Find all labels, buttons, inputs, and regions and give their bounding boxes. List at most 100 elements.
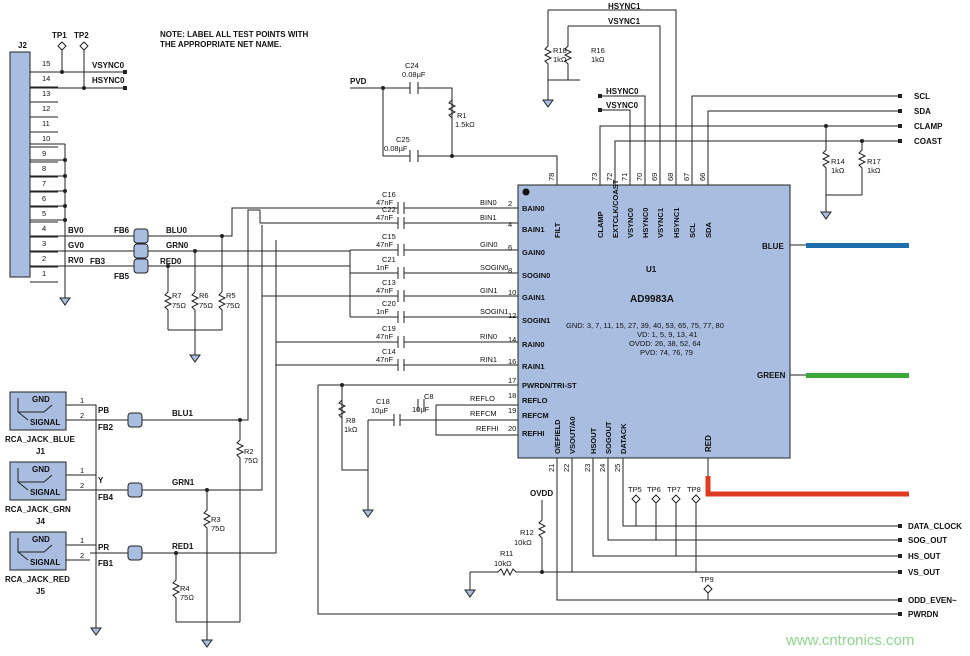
chip-pin-name: HSYNC1 xyxy=(672,208,681,238)
tp2-label: TP2 xyxy=(74,31,89,40)
c24-val: 0.08µF xyxy=(402,70,426,79)
chip-pin-name: VSOUT/A0 xyxy=(568,416,577,454)
net-scl: SCL xyxy=(914,92,930,101)
net-sda: SDA xyxy=(914,107,931,116)
chip-pin-num: 6 xyxy=(508,243,512,252)
jack-pin1: 1 xyxy=(80,466,84,475)
c24-ref: C24 xyxy=(405,61,419,70)
jack-ref: J1 xyxy=(36,447,45,456)
chip-pin-name: HSYNC0 xyxy=(641,208,650,238)
r11-ref: R11 xyxy=(500,549,513,558)
j2-pin-14: 14 xyxy=(42,74,50,83)
chip-pins: BAIN02BAIN14GAIN06SOGIN08GAIN110SOGIN112… xyxy=(508,173,713,472)
chip-pin-num: 69 xyxy=(650,173,659,181)
net-pb: PB xyxy=(98,406,109,415)
net-sogin1: SOGIN1 xyxy=(480,307,508,316)
net-ovdd: OVDD xyxy=(530,489,553,498)
red-bus xyxy=(705,476,909,497)
c15-ref: C15 xyxy=(382,232,396,241)
c15-wire xyxy=(350,244,518,256)
output-net-label: PWRDN xyxy=(908,610,938,619)
chip-pin-name: BAIN1 xyxy=(522,225,545,234)
c14-wire xyxy=(276,359,518,371)
jack-ref: J4 xyxy=(36,517,45,526)
jack-name: RCA_JACK_BLUE xyxy=(5,435,75,444)
r11-val: 10kΩ xyxy=(494,559,512,568)
net-hsync1: HSYNC1 xyxy=(608,2,641,11)
jack-gnd: GND xyxy=(32,465,50,474)
r18-ref: R18 xyxy=(553,46,567,55)
chip-pin-num: 18 xyxy=(508,391,516,400)
chip-pin-name: SOGOUT xyxy=(604,421,613,454)
r1-val: 1.5kΩ xyxy=(455,120,475,129)
ferrite-fb2 xyxy=(127,412,143,428)
c8-ref: C8 xyxy=(424,392,434,401)
jack-pin2: 2 xyxy=(80,411,84,420)
chip-pin-name: HSOUT xyxy=(589,427,598,454)
j2-pin-9: 9 xyxy=(42,149,46,158)
output-terminal xyxy=(898,570,902,574)
fb4-label: FB4 xyxy=(98,493,114,502)
jack-ref: J5 xyxy=(36,587,45,596)
chip-pin-num: 71 xyxy=(620,173,629,181)
connector-j2-body xyxy=(9,51,31,278)
net-grn1: GRN1 xyxy=(172,478,195,487)
jack-pin1: 1 xyxy=(80,536,84,545)
tp1-marker xyxy=(57,41,67,51)
r6-ref: R6 xyxy=(199,291,209,300)
c14-val: 47nF xyxy=(376,355,394,364)
c25-val: 0.08µF xyxy=(384,144,408,153)
chip-pin-name: EXTCLK/COAST xyxy=(611,179,620,238)
chip-pvd: PVD: 74, 76, 79 xyxy=(640,348,693,357)
net-refcm: REFCM xyxy=(470,409,497,418)
fb2-label: FB2 xyxy=(98,423,114,432)
fb3-label: FB3 xyxy=(90,257,106,266)
net-gv0: GV0 xyxy=(68,241,85,250)
chip-pin-name: RAIN0 xyxy=(522,340,545,349)
jack-name: RCA_JACK_GRN xyxy=(5,505,71,514)
chip-pin-name: GAIN1 xyxy=(522,293,545,302)
ferrite-fb3 xyxy=(133,243,149,259)
c19-val: 47nF xyxy=(376,332,394,341)
output-net-label: SOG_OUT xyxy=(908,536,947,545)
net-rv0: RV0 xyxy=(68,256,84,265)
fb5-label: FB5 xyxy=(114,272,130,281)
chip-pin-name: GAIN0 xyxy=(522,248,545,257)
j2-pin-2: 2 xyxy=(42,254,46,263)
r5-ref: R5 xyxy=(226,291,236,300)
ferrite-fb4 xyxy=(127,482,143,498)
chip-pin-num: 21 xyxy=(547,464,556,472)
rca-jacks: GNDSIGNAL12RCA_JACK_BLUEJ1GNDSIGNAL12RCA… xyxy=(5,391,90,596)
c21-wire xyxy=(350,267,518,279)
net-bin0: BIN0 xyxy=(480,198,497,207)
c18-val: 10µF xyxy=(371,406,389,415)
chip-pin-num: 78 xyxy=(547,173,556,181)
c16-wire xyxy=(232,202,518,214)
net-hsync0-left: HSYNC0 xyxy=(92,76,125,85)
tp9-label: TP9 xyxy=(700,575,714,584)
c21-ref: C21 xyxy=(382,255,396,264)
chip-pin-num: 25 xyxy=(613,464,622,472)
chip-pin-num: 22 xyxy=(562,464,571,472)
tp2-marker xyxy=(79,41,89,51)
net-blu0: BLU0 xyxy=(166,226,187,235)
chip-pin-num: 16 xyxy=(508,357,516,366)
r12-ref: R12 xyxy=(520,528,534,537)
output-net-label: ODD_EVEN~ xyxy=(908,596,957,605)
net-vsync1: VSYNC1 xyxy=(608,17,641,26)
c14-ref: C14 xyxy=(382,347,396,356)
c18-ref: C18 xyxy=(376,397,390,406)
chip-pin-name: SOGIN0 xyxy=(522,271,550,280)
r5-val: 75Ω xyxy=(226,301,240,310)
c13-ref: C13 xyxy=(382,278,396,287)
net-bin1: BIN1 xyxy=(480,213,497,222)
chip-pin-num: 19 xyxy=(508,406,516,415)
output-terminal xyxy=(898,554,902,558)
net-red0: RED0 xyxy=(160,257,182,266)
jack-pin1: 1 xyxy=(80,396,84,405)
r14-ref: R14 xyxy=(831,157,845,166)
jack-gnd: GND xyxy=(32,395,50,404)
r14-val: 1kΩ xyxy=(831,166,845,175)
